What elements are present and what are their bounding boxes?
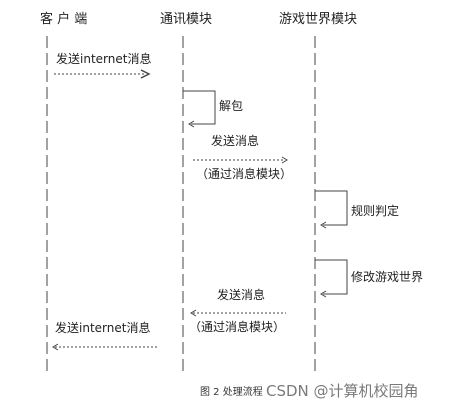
game-world-module-header: 游戏世界模块 <box>279 12 358 27</box>
label-send-message-forward: 发送消息 <box>211 134 260 148</box>
figure-caption: 图 2 处理流程 <box>200 387 263 398</box>
arrowhead-rule-check <box>320 221 327 229</box>
self-call-modify-world <box>315 259 348 295</box>
label-unpack: 解包 <box>219 99 244 113</box>
arrowhead-modify-world <box>320 290 327 298</box>
label-via-module-forward: （通过消息模块） <box>196 167 293 181</box>
label-modify-world: 修改游戏世界 <box>351 270 424 284</box>
label-via-module-back: （通过消息模块） <box>189 320 286 334</box>
label-send-internet-response: 发送internet消息 <box>55 321 151 335</box>
label-send-message-back: 发送消息 <box>217 288 266 302</box>
self-call-rule-check <box>315 190 348 226</box>
arrowhead-send-internet-response <box>52 343 59 351</box>
label-send-internet-request: 发送internet消息 <box>56 52 152 66</box>
csdn-watermark: CSDN @计算机校园角 <box>266 382 419 400</box>
arrowhead-send-internet-request <box>140 69 151 79</box>
arrowhead-send-message-back <box>190 309 197 317</box>
comm-module-header: 通讯模块 <box>160 12 213 27</box>
arrowhead-unpack <box>188 120 195 128</box>
arrowhead-send-message-forward <box>281 156 288 164</box>
self-call-unpack <box>183 90 216 125</box>
client-header: 客 户 端 <box>40 12 88 27</box>
label-rule-check: 规则判定 <box>351 204 400 218</box>
